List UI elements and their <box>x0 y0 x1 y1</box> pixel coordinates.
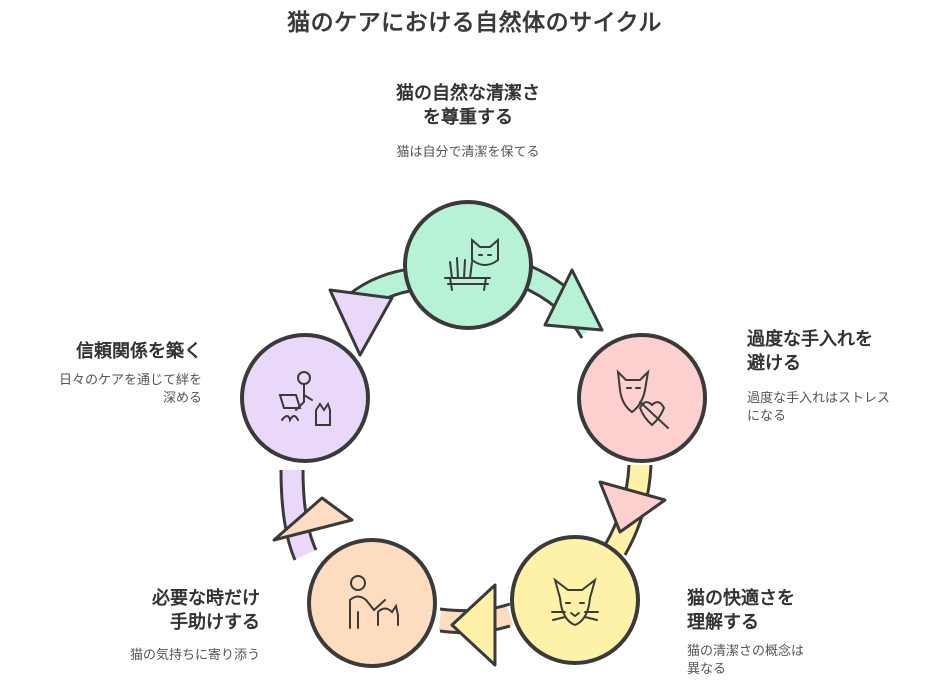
node-circle-1 <box>403 200 533 330</box>
diagram-title: 猫のケアにおける自然体のサイクル <box>287 10 662 36</box>
arrow-3 <box>450 583 497 667</box>
step-2-description-line-1: 過度な手入れはストレス <box>747 391 891 406</box>
step-5-description: 日々のケアを通じて絆を 深める <box>20 372 202 408</box>
arrow-5 <box>328 288 394 357</box>
node-1 <box>403 200 533 330</box>
step-4-title-line-2: 手助けする <box>170 612 260 633</box>
step-4-description: 猫の気持ちに寄り添う <box>129 648 260 663</box>
step-3-description-line-2: 異なる <box>687 662 727 677</box>
node-2 <box>577 333 707 463</box>
arrow-4 <box>272 496 354 542</box>
cycle-arrows <box>272 268 667 667</box>
step-2-description: 過度な手入れはストレス になる <box>747 390 937 426</box>
step-5-description-line-2: 深める <box>162 391 202 406</box>
step-1-title-line-2: を尊重する <box>423 107 513 128</box>
step-3-title-line-1: 猫の快適さを <box>687 588 795 609</box>
step-2-label: 過度な手入れを 避ける 過度な手入れはストレス になる <box>747 328 937 426</box>
step-2-description-line-2: になる <box>747 409 787 424</box>
step-1-label: 猫の自然な清潔さ を尊重する 猫は自分で清潔を保てる <box>358 82 578 162</box>
step-2-title-line-2: 避ける <box>747 353 801 374</box>
ring-segment-4 <box>281 469 316 560</box>
step-3-title-line-2: 理解する <box>687 612 759 633</box>
node-circle-4 <box>307 538 437 668</box>
cat-grooming-icon <box>444 237 499 291</box>
cat-heart-crossed-icon <box>616 369 669 429</box>
node-4 <box>307 538 437 668</box>
step-2-title-line-1: 過度な手入れを <box>747 329 873 350</box>
step-3-description-line-1: 猫の清潔さの概念は <box>687 644 805 659</box>
step-5-title-line-1: 信頼関係を築く <box>76 341 202 362</box>
step-5-label: 信頼関係を築く 日々のケアを通じて絆を 深める <box>20 340 202 408</box>
arrow-2 <box>598 480 667 534</box>
step-1-description: 猫は自分で清潔を保てる <box>396 145 540 160</box>
person-laptop-cat-icon <box>278 371 331 426</box>
node-3 <box>510 535 640 665</box>
cat-face-icon <box>551 577 599 627</box>
step-4-title-line-1: 必要な時だけ <box>152 588 260 609</box>
node-5 <box>240 333 370 463</box>
arrow-1 <box>543 268 604 332</box>
step-3-label: 猫の快適さを 理解する 猫の清潔さの概念は 異なる <box>687 587 887 679</box>
step-1-title-line-1: 猫の自然な清潔さ <box>396 83 540 104</box>
node-circle-3 <box>510 535 640 665</box>
step-4-label: 必要な時だけ 手助けする 猫の気持ちに寄り添う <box>60 587 260 665</box>
step-3-description: 猫の清潔さの概念は 異なる <box>687 643 887 679</box>
step-5-description-line-1: 日々のケアを通じて絆を <box>58 373 202 388</box>
person-with-dog-icon <box>349 575 399 629</box>
